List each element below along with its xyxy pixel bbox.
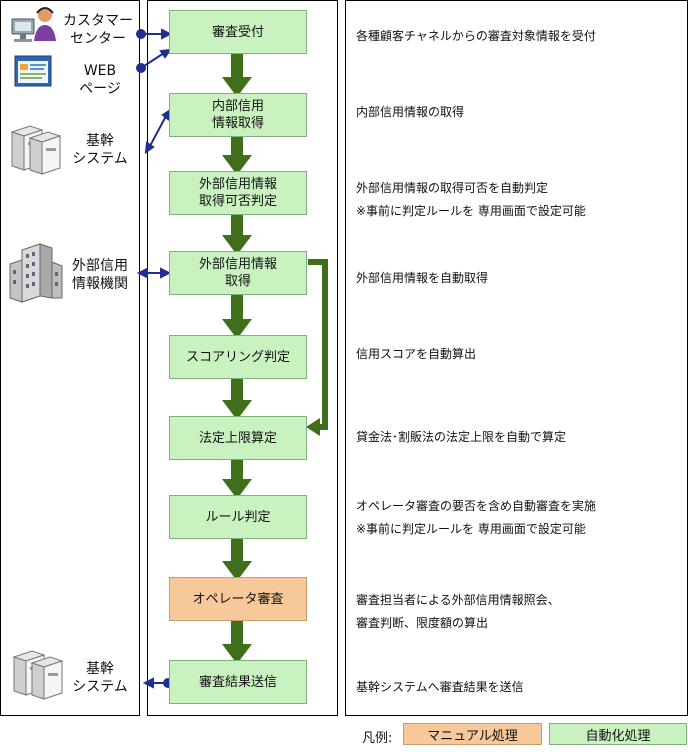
- flow-arrow-head: [222, 319, 252, 339]
- flow-arrow-head: [222, 155, 252, 175]
- flow-arrow-shaft: [231, 51, 243, 84]
- source-label-customer-center: カスタマー センター: [63, 13, 133, 47]
- desc-internal: 内部信用情報の取得: [356, 105, 465, 119]
- description-panel: [345, 0, 688, 716]
- step-ext-check: 外部信用情報 取得可否判定: [169, 171, 307, 215]
- flow-arrow-head: [222, 77, 252, 97]
- desc-receive: 各種顧客チャネルからの審査対象情報を受付: [356, 29, 596, 43]
- step-operator: オペレータ審査: [169, 577, 307, 621]
- source-panel: [0, 0, 140, 716]
- flow-arrow-shaft: [231, 292, 243, 326]
- step-receive: 審査受付: [169, 10, 307, 54]
- skip-arrow: [308, 259, 328, 430]
- step-legal-limit: 法定上限算定: [169, 416, 307, 460]
- step-send: 審査結果送信: [169, 660, 307, 704]
- desc-send: 基幹システムへ審査結果を送信: [356, 680, 524, 694]
- flow-arrow-head: [222, 644, 252, 664]
- legend-auto: 自動化処理: [549, 723, 687, 745]
- flow-arrow-head: [222, 561, 252, 581]
- skip-arrow-head: [306, 418, 320, 436]
- desc-ext-get: 外部信用情報を自動取得: [356, 271, 489, 285]
- operator-icon: [11, 7, 56, 42]
- vertical-arrows: [222, 51, 252, 664]
- step-rule: ルール判定: [169, 495, 307, 539]
- flow-arrow-head: [222, 400, 252, 420]
- source-label-credit-bureau: 外部信用 情報機関: [72, 258, 128, 292]
- web-browser-icon: [14, 55, 52, 87]
- step-internal: 内部信用 情報取得: [169, 93, 307, 137]
- source-label-core-system-top: 基幹 システム: [72, 133, 128, 167]
- flow-arrow-shaft: [231, 618, 243, 651]
- server-icon: [12, 650, 64, 700]
- server-icon: [10, 125, 62, 175]
- desc-scoring: 信用スコアを自動算出: [356, 347, 477, 361]
- building-icon: [9, 243, 63, 303]
- legend-title: 凡例:: [362, 731, 393, 746]
- source-label-core-system-bottom: 基幹 システム: [72, 661, 128, 695]
- desc-operator: 審査担当者による外部信用情報照会、 審査判断、限度額の算出: [356, 593, 560, 630]
- flow-arrow-head: [222, 479, 252, 499]
- legend-manual: マニュアル処理: [403, 723, 542, 745]
- desc-rule: オペレータ審査の要否を含め自動審査を実施 ※事前に判定ルールを 専用画面で設定可…: [356, 499, 597, 536]
- desc-legal-limit: 貸金法･割販法の法定上限を自動で算定: [356, 430, 567, 444]
- step-ext-get: 外部信用情報 取得: [169, 251, 307, 295]
- desc-ext-check: 外部信用情報の取得可否を自動判定 ※事前に判定ルールを 専用画面で設定可能: [356, 181, 586, 218]
- connector-core-top: [149, 115, 167, 147]
- flow-arrow-head: [222, 235, 252, 255]
- step-scoring: スコアリング判定: [169, 335, 307, 379]
- source-label-web-page: WEB ページ: [79, 63, 121, 97]
